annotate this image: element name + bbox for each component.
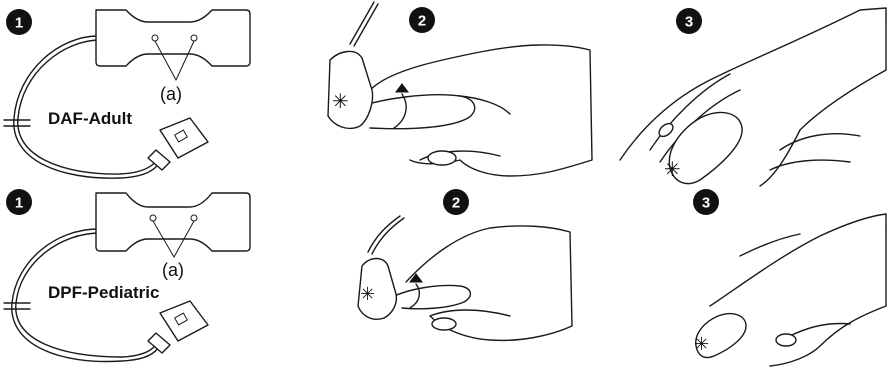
- adult-step2-number: 2: [418, 13, 426, 30]
- pediatric-sensor-model-label: DPF-Pediatric: [46, 283, 161, 303]
- adult-step3-illustration: 3 ✳: [600, 0, 889, 195]
- pediatric-step2-panel: 2 ✳: [340, 186, 600, 369]
- pediatric-sensor-step-number: 1: [15, 195, 23, 212]
- pediatric-step3-number: 3: [702, 195, 710, 212]
- adult-step2-cable: [350, 2, 374, 44]
- pediatric-step2-cable: [368, 216, 400, 252]
- adult-sensor-model-label: DAF-Adult: [46, 109, 134, 129]
- adult-sensor-wrap: [96, 10, 250, 66]
- pediatric-step2-badge: 2: [443, 189, 469, 215]
- adult-sensor-step-badge: 1: [6, 9, 32, 35]
- pediatric-step3-illustration: 3 ✳: [600, 186, 889, 369]
- adult-detector-window: [191, 35, 197, 41]
- pediatric-step3-panel: 3 ✳: [600, 186, 889, 369]
- adult-sensor-panel: 1 (a) DAF-Adult: [0, 0, 280, 182]
- adult-sensor-step-number: 1: [15, 15, 23, 32]
- pediatric-step2-emitter-mark: ✳: [360, 284, 375, 305]
- pediatric-sensor-connector: [148, 301, 208, 353]
- adult-step3-panel: 3 ✳: [600, 0, 889, 195]
- adult-emitter-window: [152, 35, 158, 41]
- pediatric-sensor-callout: (a): [162, 260, 184, 280]
- adult-sensor-connector: [148, 118, 208, 170]
- pediatric-step3-badge: 3: [693, 189, 719, 215]
- adult-step2-illustration: 2 ✳: [310, 0, 600, 195]
- pediatric-sensor-wrap: [96, 193, 250, 251]
- adult-step3-number: 3: [685, 14, 693, 31]
- pediatric-sensor-step-badge: 1: [6, 189, 32, 215]
- adult-step3-emitter-mark: ✳: [664, 157, 681, 181]
- adult-step2-panel: 2 ✳: [310, 0, 600, 195]
- pediatric-sensor-panel: 1 (a) DPF-Pediatric: [0, 185, 280, 369]
- pediatric-step2-illustration: 2 ✳: [340, 186, 600, 369]
- adult-sensor-illustration: 1: [0, 0, 280, 182]
- pediatric-step2-number: 2: [452, 195, 460, 212]
- adult-step3-hand: [620, 8, 886, 186]
- pediatric-step2-hand: [406, 226, 572, 340]
- adult-step2-badge: 2: [409, 7, 435, 33]
- pediatric-step3-emitter-mark: ✳: [694, 334, 709, 355]
- adult-step2-hand: [370, 45, 592, 176]
- pediatric-sensor-illustration: 1: [0, 185, 280, 369]
- adult-step3-badge: 3: [676, 8, 702, 34]
- pediatric-emitter-window: [150, 215, 156, 221]
- adult-sensor-callout: (a): [160, 84, 182, 104]
- adult-step2-emitter-mark: ✳: [332, 89, 349, 113]
- pediatric-detector-window: [191, 215, 197, 221]
- pediatric-step3-hand: [710, 214, 886, 366]
- adult-sensor-cable: [14, 36, 160, 178]
